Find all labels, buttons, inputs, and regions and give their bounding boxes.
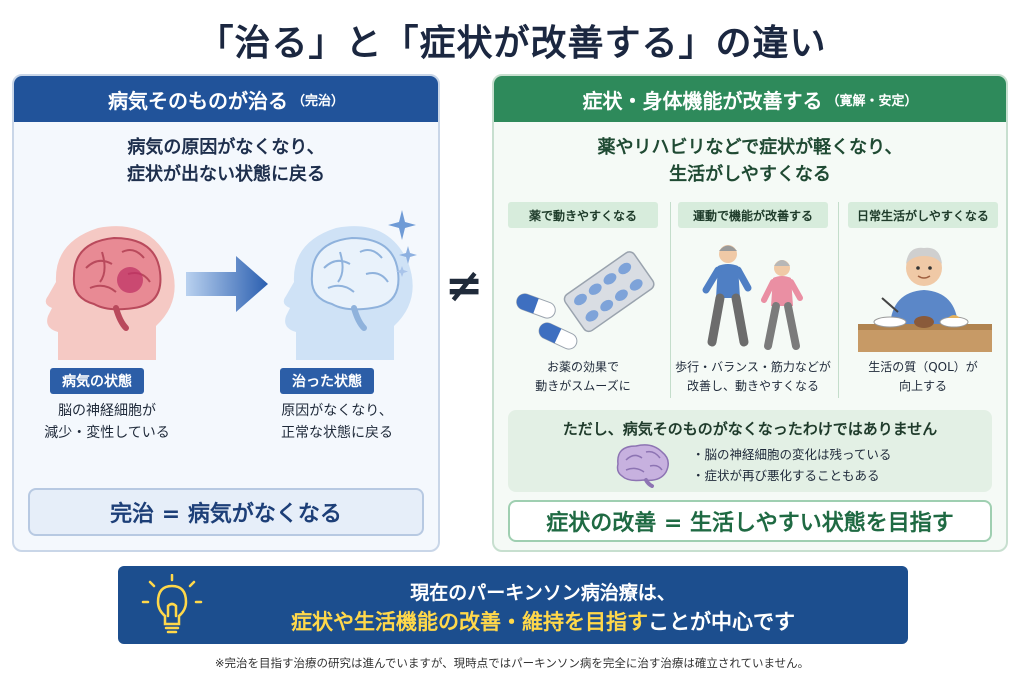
- improvement-panel: 症状・身体機能が改善する （寛解・安定） 薬やリハビリなどで症状が軽くなり、 生…: [492, 74, 1008, 552]
- page-title: 「治る」と「症状が改善する」の違い: [197, 23, 827, 64]
- footnote: ※完治を目指す治療の研究は進んでいますが、現時点ではパーキンソン病を完全に治す治…: [214, 656, 810, 670]
- banner-line2-rest: ことが中心です: [648, 610, 795, 634]
- card-daily-life-desc-line2: 向上する: [898, 379, 947, 393]
- banner-line1: 現在のパーキンソン病治療は、: [410, 582, 676, 604]
- card-medicine-tag: 薬で動きやすくなる: [508, 202, 658, 228]
- card-exercise-desc: 歩行・バランス・筋力などが 改善し、動きやすくなる: [672, 358, 834, 396]
- card-medicine-desc-line1: お薬の効果で: [546, 360, 619, 374]
- card-daily-life-desc: 生活の質（QOL）が 向上する: [842, 358, 1004, 396]
- card-daily-life-desc-line1: 生活の質（QOL）が: [868, 360, 978, 374]
- card-exercise-tag: 運動で機能が改善する: [678, 202, 828, 228]
- card-medicine-desc: お薬の効果で 動きがスムーズに: [502, 358, 664, 396]
- disease-state-desc: 脳の神経細胞が 減少・変性している: [22, 400, 192, 444]
- cure-panel: 病気そのものが治る （完治） 病気の原因がなくなり、 症状が出ない状態に戻る 病…: [12, 74, 440, 552]
- not-equal-sign: ≠: [444, 258, 484, 312]
- cure-lead: 病気の原因がなくなり、 症状が出ない状態に戻る: [14, 134, 438, 188]
- improvement-lead: 薬やリハビリなどで症状が軽くなり、 生活がしやすくなる: [494, 134, 1006, 188]
- improvement-lead-line1: 薬やリハビリなどで症状が軽くなり、: [597, 137, 903, 158]
- card-divider: [670, 202, 671, 398]
- card-exercise-desc-line1: 歩行・バランス・筋力などが: [675, 360, 831, 374]
- cured-state-label: 治った状態: [280, 368, 374, 394]
- cured-state-desc-line1: 原因がなくなり、: [281, 403, 393, 419]
- card-exercise: 運動で機能が改善する 歩行・バランス・筋力などが 改善し、動きやすくなる: [672, 202, 834, 402]
- caveat-list: 脳の神経細胞の変化は残っている 症状が再び悪化することもある: [692, 444, 892, 486]
- cured-state-desc: 原因がなくなり、 正常な状態に戻る: [252, 400, 422, 444]
- card-divider: [838, 202, 839, 398]
- banner-line2: 症状や生活機能の改善・維持を目指すことが中心です: [118, 606, 908, 636]
- cure-lead-line2: 症状が出ない状態に戻る: [127, 164, 325, 185]
- card-daily-life-tag: 日常生活がしやすくなる: [848, 202, 998, 228]
- healthy-brain-head-icon: [283, 226, 413, 360]
- caveat-box: ただし、病気そのものがなくなったわけではありません 脳の神経細胞の変化は残ってい…: [508, 410, 992, 492]
- walking-couple-icon: [702, 245, 803, 350]
- disease-state-desc-line2: 減少・変性している: [44, 425, 170, 441]
- banner-highlight: 症状や生活機能の改善・維持を目指す: [291, 610, 648, 634]
- card-daily-life: 日常生活がしやすくなる 生活の質（QOL）が 向上する: [842, 202, 1004, 402]
- sparkle-icon: [388, 210, 417, 277]
- disease-state-label: 病気の状態: [50, 368, 144, 394]
- card-medicine-desc-line2: 動きがスムーズに: [535, 379, 631, 393]
- improvement-lead-line2: 生活がしやすくなる: [669, 164, 831, 185]
- card-medicine: 薬で動きやすくなる お薬の効果で 動きがスムーズに: [502, 202, 664, 402]
- diseased-brain-head-icon: [45, 226, 175, 360]
- cure-definition: 完治 = 病気がなくなる: [28, 488, 424, 536]
- cure-panel-note: （完治）: [291, 93, 344, 109]
- medicine-pills-icon: [516, 251, 655, 350]
- improvement-panel-note: （寛解・安定）: [826, 93, 918, 109]
- caveat-title: ただし、病気そのものがなくなったわけではありません: [562, 420, 938, 438]
- lightbulb-icon: [141, 574, 203, 634]
- improvement-panel-title: 症状・身体機能が改善する: [582, 88, 823, 113]
- improvement-panel-header: 症状・身体機能が改善する （寛解・安定）: [494, 76, 1006, 122]
- cure-panel-title: 病気そのものが治る: [107, 88, 288, 113]
- arrow-right-icon: [186, 256, 268, 312]
- caveat-item: 脳の神経細胞の変化は残っている: [692, 444, 892, 465]
- disease-state-desc-line1: 脳の神経細胞が: [58, 403, 156, 419]
- improvement-definition: 症状の改善 = 生活しやすい状態を目指す: [508, 500, 992, 542]
- cured-state-desc-line2: 正常な状態に戻る: [281, 425, 393, 441]
- card-exercise-desc-line2: 改善し、動きやすくなる: [686, 379, 819, 393]
- cure-lead-line1: 病気の原因がなくなり、: [127, 137, 325, 158]
- caveat-item: 症状が再び悪化することもある: [692, 465, 891, 486]
- elderly-man-eating-icon: [858, 247, 992, 352]
- cure-panel-header: 病気そのものが治る （完治）: [14, 76, 438, 122]
- summary-banner: 現在のパーキンソン病治療は、 症状や生活機能の改善・維持を目指すことが中心です: [118, 566, 908, 644]
- brain-icon: [616, 444, 669, 488]
